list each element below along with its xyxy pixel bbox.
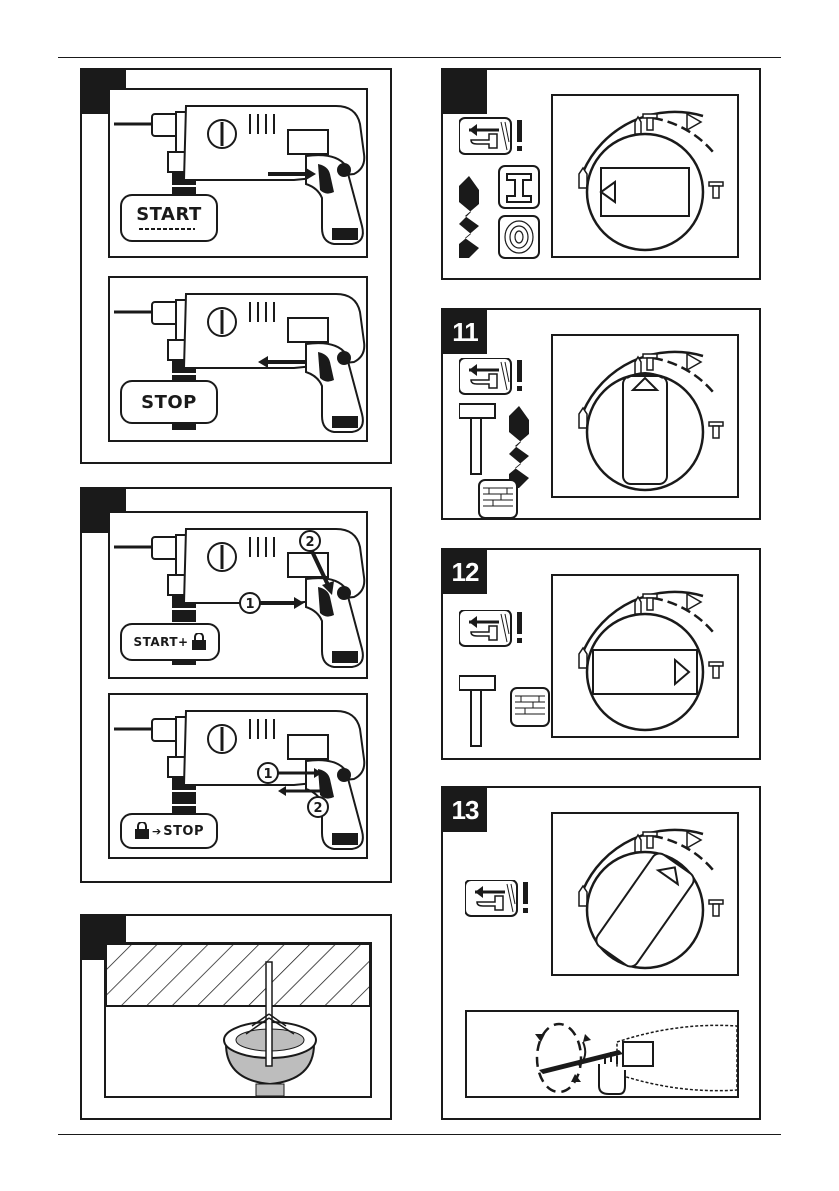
mode-dial	[553, 814, 737, 974]
mode-dial-frame	[551, 334, 739, 498]
figure-number: 13	[443, 788, 487, 832]
drill-stop-frame: STOP	[108, 276, 368, 442]
start-lock-button[interactable]: START+	[120, 623, 220, 661]
callout-1: 1	[245, 597, 254, 612]
drill-unlock-frame: 1 2 ➔ STOP	[108, 693, 368, 859]
chisel-rotation-illustration	[467, 1012, 737, 1096]
mode-dial-frame	[551, 574, 739, 738]
mode-dial-frame	[551, 94, 739, 258]
drill-bit-icon	[139, 225, 199, 233]
mode-dial-frame	[551, 812, 739, 976]
lock-icon	[191, 633, 207, 651]
figure-chisel-positioning: 13	[441, 786, 761, 1120]
callout-2: 2	[305, 535, 314, 550]
header-rule	[58, 57, 781, 58]
figure-start-stop: START STOP	[80, 68, 392, 464]
arrow-icon: ➔	[152, 825, 161, 838]
callout-2: 2	[313, 801, 322, 816]
chisel-rotation-frame	[465, 1010, 739, 1098]
ceiling-drilling-frame	[104, 942, 372, 1098]
figure-hammer-drill-mode: 11	[441, 308, 761, 520]
figure-dust-cup	[80, 914, 392, 1120]
stop-button[interactable]: STOP	[120, 380, 218, 424]
unplug-icon	[465, 880, 535, 924]
start-button[interactable]: START	[120, 194, 218, 242]
unlock-stop-button[interactable]: ➔ STOP	[120, 813, 218, 849]
stop-label: STOP	[141, 392, 197, 413]
lock-icon	[134, 822, 150, 840]
drill-lock-frame: 1 2 START+	[108, 511, 368, 679]
ceiling-illustration	[106, 944, 370, 1096]
figure-drill-mode	[441, 68, 761, 280]
stop-label: STOP	[163, 824, 204, 839]
figure-chisel-mode: 12	[441, 548, 761, 760]
callout-1: 1	[263, 767, 272, 782]
mode-dial	[553, 336, 737, 496]
figure-number	[443, 70, 487, 114]
mode-dial	[553, 576, 737, 736]
footer-rule	[58, 1134, 781, 1135]
figure-lock-button: 1 2 START+ 1 2 ➔ STOP	[80, 487, 392, 883]
figure-number: 11	[443, 310, 487, 354]
start-label: START	[136, 204, 202, 225]
start-lock-label: START+	[133, 635, 188, 649]
figure-number: 12	[443, 550, 487, 594]
mode-dial	[553, 96, 737, 256]
drill-start-frame: START	[108, 88, 368, 258]
